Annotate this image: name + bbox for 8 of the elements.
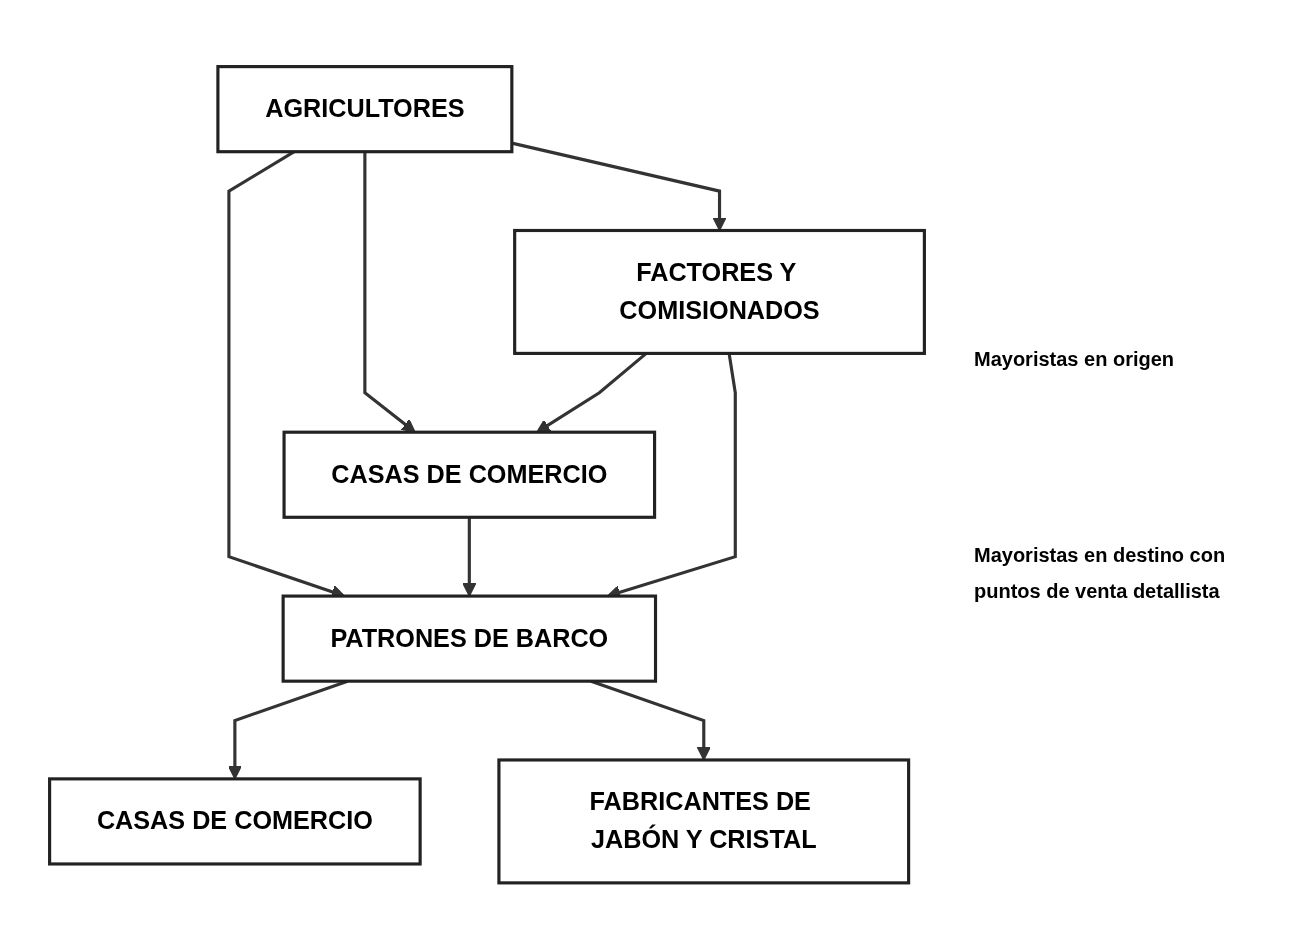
node-box: FABRICANTES DE JABÓN Y CRISTAL (497, 758, 911, 885)
side-note: Mayoristas en origen (974, 346, 1176, 372)
node-box: CASAS DE COMERCIO (282, 430, 657, 519)
node-box: CASAS DE COMERCIO (48, 777, 422, 866)
node-box: PATRONES DE BARCO (281, 594, 658, 683)
node-box: AGRICULTORES (216, 64, 514, 154)
node-box: FACTORES Y COMISIONADOS (513, 228, 926, 355)
side-note: Mayoristas en destino con puntos de venta detallista (974, 542, 1227, 604)
